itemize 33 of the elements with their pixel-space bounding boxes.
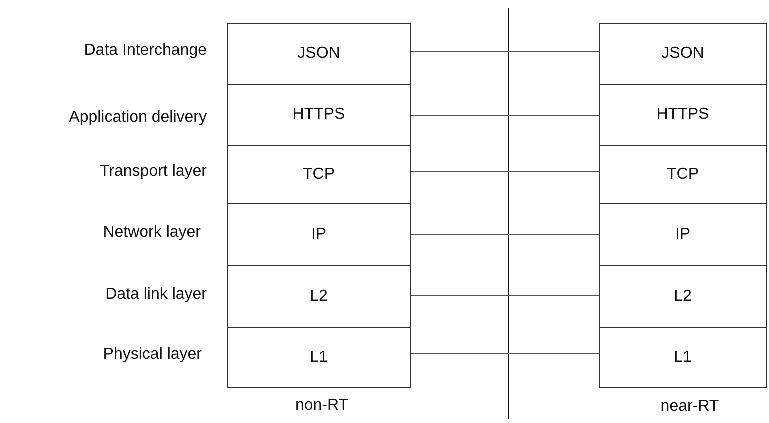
protocol-name: HTTPS [292,106,346,124]
protocol-name: IP [675,226,691,244]
layer-name: Network layer [103,224,201,242]
layer-name: Data Interchange [84,42,207,60]
protocol-name: JSON [662,45,704,63]
layer-name: Transport layer [100,163,207,181]
protocol-name: L1 [310,348,328,366]
protocol-name: JSON [298,45,340,63]
protocol-name: L2 [674,288,692,306]
protocol-layer-box [599,145,767,204]
protocol-layer-box [599,327,767,388]
protocol-name: L1 [674,348,692,366]
protocol-layer-box [227,23,411,85]
protocol-layer-box [227,327,411,388]
protocol-layer-box [599,265,767,328]
layer-name: Physical layer [103,346,202,364]
protocol-layer-box [599,203,767,266]
layer-name: Application delivery [69,109,207,127]
protocol-name: L2 [310,288,328,306]
protocol-layer-box [227,265,411,328]
protocol-layer-box [599,84,767,146]
protocol-layer-box [227,84,411,146]
layer-name: Data link layer [106,286,207,304]
protocol-layer-box [599,23,767,85]
protocol-name: TCP [303,166,335,184]
protocol-layer-box [227,203,411,266]
side-label: non-RT [295,397,349,415]
connector-line [410,234,600,236]
protocol-name: IP [311,226,327,244]
side-label: near-RT [660,398,720,416]
protocol-name: TCP [667,166,699,184]
protocol-name: HTTPS [656,106,710,124]
protocol-layer-box [227,145,411,204]
